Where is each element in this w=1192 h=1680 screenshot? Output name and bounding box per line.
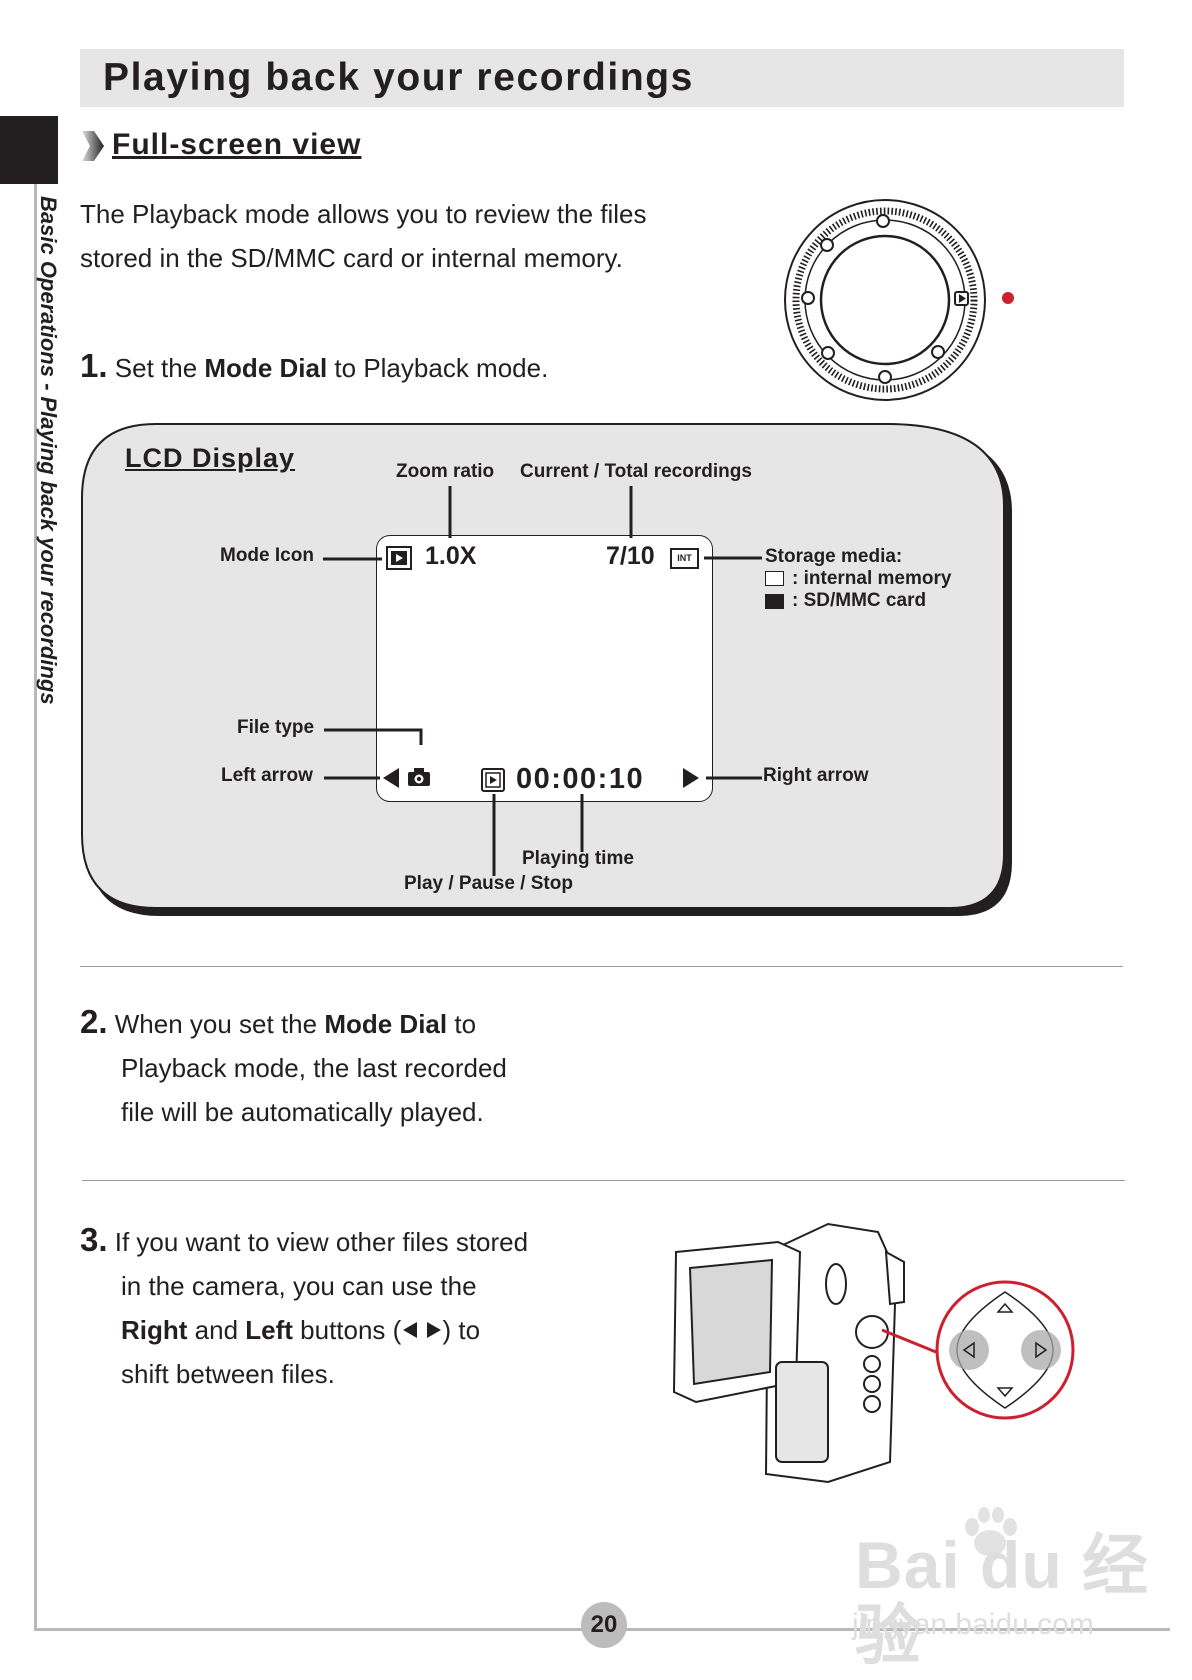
step-2-text-post: to xyxy=(447,1009,477,1039)
left-button-icon xyxy=(401,1315,419,1345)
lcd-display-title: LCD Display xyxy=(125,443,296,473)
label-play-pause-stop: Play / Pause / Stop xyxy=(404,873,573,894)
section-title: Full-screen view xyxy=(112,128,362,161)
divider-1 xyxy=(80,966,1123,967)
divider-2 xyxy=(82,1180,1125,1181)
leader-lines xyxy=(323,486,762,876)
playback-mode-icon xyxy=(386,546,412,575)
title-bar xyxy=(80,49,1124,107)
step-1-number: 1. xyxy=(80,347,108,384)
watermark-url: jingyan.baidu.com xyxy=(852,1608,1094,1641)
label-zoom-ratio: Zoom ratio xyxy=(396,461,495,482)
paw-logo-icon xyxy=(958,1505,1022,1566)
intro-line-2: stored in the SD/MMC card or internal me… xyxy=(80,243,623,273)
label-mode-icon: Mode Icon xyxy=(220,545,314,566)
internal-memory-icon: INT xyxy=(670,548,699,569)
step-2-line-2: Playback mode, the last recorded xyxy=(121,1053,507,1083)
page-number: 20 xyxy=(590,1611,618,1638)
page-title: Playing back your recordings xyxy=(103,56,694,99)
step-3-buttons: buttons ( xyxy=(292,1315,402,1345)
step-1-text-post: to Playback mode. xyxy=(327,353,549,383)
margin-rule xyxy=(34,184,37,1630)
step-3-right-word: Right xyxy=(121,1315,188,1345)
step-1: 1. Set the Mode Dial to Playback mode. xyxy=(80,344,548,390)
step-3-left-word: Left xyxy=(245,1315,293,1345)
label-left-arrow: Left arrow xyxy=(221,765,313,786)
playing-time-value: 00:00:10 xyxy=(516,763,645,795)
step-2-text-pre: When you set the xyxy=(114,1009,325,1039)
label-current-total: Current / Total recordings xyxy=(520,461,752,482)
right-button-icon xyxy=(425,1315,443,1345)
sd-card-legend-icon xyxy=(765,594,784,609)
right-arrow-icon xyxy=(682,767,700,794)
play-button-icon xyxy=(481,768,505,797)
step-2-text-bold: Mode Dial xyxy=(324,1009,448,1039)
zoom-value: 1.0X xyxy=(425,542,477,570)
label-right-arrow: Right arrow xyxy=(763,765,869,786)
label-playing-time: Playing time xyxy=(522,848,634,869)
label-file-type: File type xyxy=(237,717,315,738)
step-1-text-pre: Set the xyxy=(114,353,205,383)
label-sd-card: : SD/MMC card xyxy=(792,590,927,611)
step-2-number: 2. xyxy=(80,1003,108,1040)
intro-paragraph: The Playback mode allows you to review t… xyxy=(80,192,647,280)
page-number-badge xyxy=(581,1602,627,1648)
recording-count: 7/10 xyxy=(606,542,655,570)
label-internal-memory: : internal memory xyxy=(792,568,952,589)
step-3-line-3: Right and Left buttons ( ) to xyxy=(80,1308,528,1352)
step-3-number: 3. xyxy=(80,1221,108,1258)
mode-dial-illustration xyxy=(775,195,1015,420)
section-marker-icon xyxy=(80,129,106,168)
step-3-to: ) to xyxy=(442,1315,481,1345)
camera-illustration xyxy=(668,1212,1088,1497)
intro-line-1: The Playback mode allows you to review t… xyxy=(80,199,647,229)
lcd-screen xyxy=(376,535,713,802)
step-2: 2. When you set the Mode Dial to Playbac… xyxy=(80,1000,507,1134)
step-3-and: and xyxy=(187,1315,246,1345)
step-3-line-2: in the camera, you can use the xyxy=(121,1271,477,1301)
step-2-line-3: file will be automatically played. xyxy=(121,1097,484,1127)
step-1-text-bold: Mode Dial xyxy=(204,353,328,383)
file-type-icon xyxy=(406,766,432,793)
label-storage-media: Storage media: xyxy=(765,546,903,567)
left-arrow-icon xyxy=(382,767,400,794)
step-3-line-1: If you want to view other files stored xyxy=(114,1227,529,1257)
step-3-line-4: shift between files. xyxy=(121,1359,335,1389)
internal-memory-legend-icon xyxy=(765,571,784,586)
watermark-brand: Bai du 经验 xyxy=(855,1528,1150,1672)
step-3: 3. If you want to view other files store… xyxy=(80,1218,528,1396)
chapter-tab xyxy=(0,116,58,184)
